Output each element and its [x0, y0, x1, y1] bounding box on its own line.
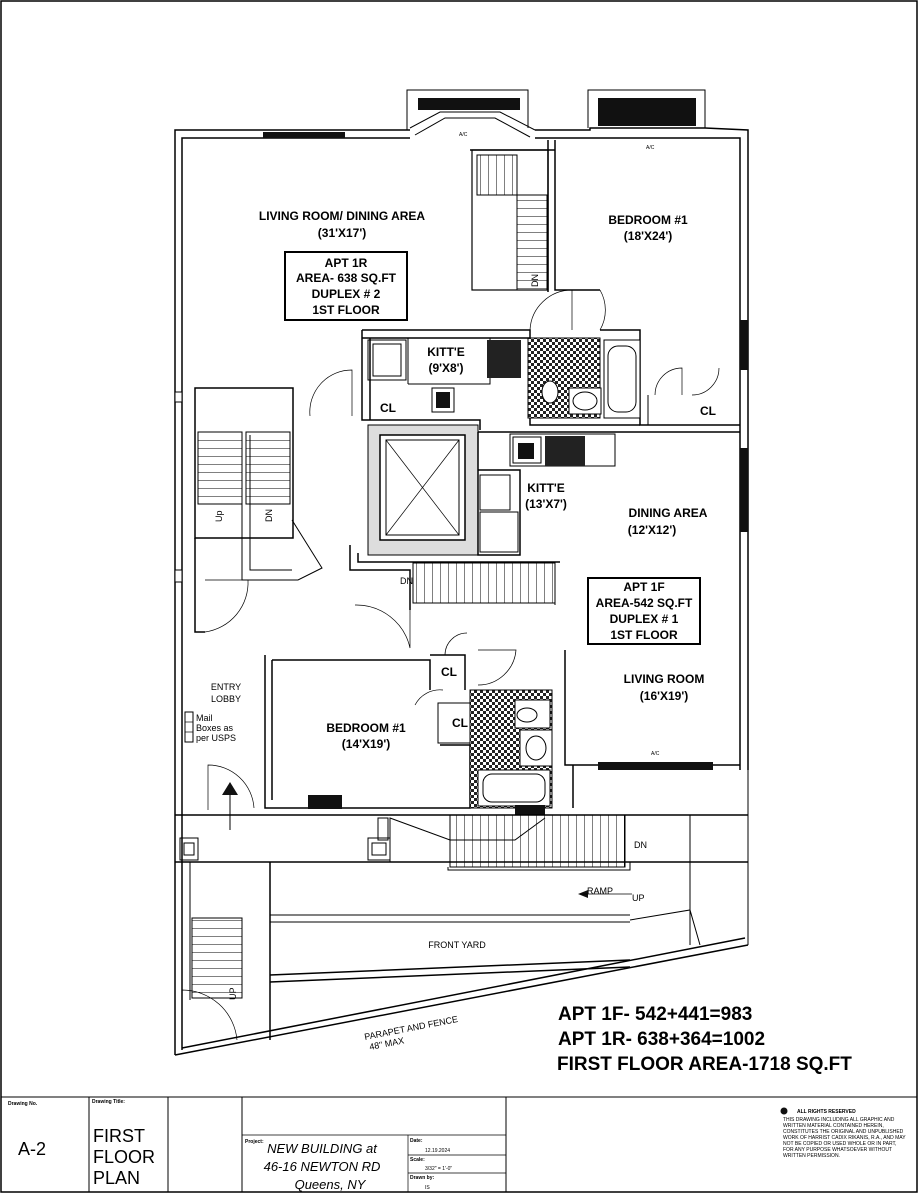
kitchen-1r-size: (9'X8'): [428, 361, 463, 375]
building-walls: [174, 89, 749, 1056]
living-dining-1r-size: (31'X17'): [318, 226, 366, 240]
closet-label-2: CL: [700, 404, 716, 418]
drawn-value: IS: [425, 1185, 430, 1191]
dining-1f-size: (12'X12'): [628, 523, 676, 537]
copyright-icon: [780, 1107, 788, 1115]
up-label-lobby: Up: [214, 510, 224, 522]
ac-label-1: A/C: [459, 132, 468, 138]
mail-boxes-2: Boxes as: [196, 723, 234, 733]
apt-1r-line-3: DUPLEX # 2: [312, 287, 381, 301]
closet-label-1: CL: [380, 401, 396, 415]
apt-1f-line-4: 1ST FLOOR: [610, 628, 678, 642]
rights-line-1: THIS DRAWING INCLUDING ALL GRAPHIC AND: [783, 1117, 895, 1123]
project-line-3: Queens, NY: [295, 1177, 367, 1192]
drawing-no: A-2: [18, 1139, 46, 1159]
apt-1r-line-4: 1ST FLOOR: [312, 303, 380, 317]
project-line-2: 46-16 NEWTON RD: [264, 1159, 381, 1174]
rights-title: ALL RIGHTS RESERVED: [797, 1109, 856, 1115]
apt-1r-box-frame: [284, 251, 408, 321]
dn-label-lobby: DN: [264, 509, 274, 522]
entry-lobby-label-2: LOBBY: [211, 694, 241, 704]
date-value: 12.19.2024: [425, 1148, 450, 1154]
drawing-title-1: FIRST: [93, 1126, 145, 1146]
summary-line-1: APT 1F- 542+441=983: [558, 1004, 752, 1025]
rights-line-2: WRITTEN MATERIAL CONTAINED HEREIN,: [783, 1123, 884, 1129]
bedroom-1f-size: (14'X19'): [342, 737, 390, 751]
scale-value: 3/32" = 1'-0": [425, 1166, 452, 1172]
up-label-ramp: UP: [632, 893, 645, 903]
apt-1f-box-frame: [587, 577, 701, 645]
living-dining-1r-label: LIVING ROOM/ DINING AREA: [259, 209, 426, 223]
mail-boxes-1: Mail: [196, 713, 213, 723]
scale-label: Scale:: [410, 1157, 425, 1163]
rights-line-4: WORK OF HARRIST CADIX RIKANIS, R.A., AND…: [783, 1135, 906, 1141]
dn-label-stair-1r: DN: [530, 274, 540, 287]
rights-line-5: NOT BE COPIED OR USED WHOLE OR IN PART,: [783, 1141, 896, 1147]
dining-1f-label: DINING AREA: [629, 506, 708, 520]
apt-1f-line-2: AREA-542 SQ.FT: [596, 596, 693, 610]
summary-line-3: FIRST FLOOR AREA-1718 SQ.FT: [557, 1054, 852, 1075]
bedroom-1r-label: BEDROOM #1: [608, 213, 688, 227]
dn-label-front: DN: [634, 840, 647, 850]
bedroom-1r-size: (18'X24'): [624, 229, 672, 243]
entry-lobby-label-1: ENTRY: [211, 682, 241, 692]
kitchen-1f-label: KITT'E: [527, 481, 565, 495]
project-label: Project:: [245, 1139, 264, 1145]
apt-1f-line-1: APT 1F: [623, 580, 664, 594]
drawing-title-label: Drawing Title:: [92, 1099, 125, 1105]
up-label-yard: UP: [228, 987, 238, 1000]
title-block: Drawing No. A-2 Drawing Title: FIRST FLO…: [1, 1096, 917, 1192]
ac-label-3: A/C: [651, 751, 660, 757]
apt-1f-line-3: DUPLEX # 1: [610, 612, 679, 626]
rights-line-6: FOR ANY PURPOSE WHATSOEVER WITHOUT: [783, 1147, 892, 1153]
rights-line-7: WRITTEN PERMISSION.: [783, 1153, 840, 1159]
front-yard-label: FRONT YARD: [428, 940, 486, 950]
apt-1r-line-2: AREA- 638 SQ.FT: [296, 271, 397, 285]
bedroom-1f-label: BEDROOM #1: [326, 721, 406, 735]
living-1f-size: (16'X19'): [640, 689, 688, 703]
living-1f-label: LIVING ROOM: [624, 672, 705, 686]
closet-label-4: CL: [452, 716, 468, 730]
drawing-title-3: PLAN: [93, 1168, 140, 1188]
drawn-label: Drawn by:: [410, 1175, 435, 1181]
summary-line-2: APT 1R- 638+364=1002: [558, 1029, 765, 1050]
date-label: Date:: [410, 1138, 423, 1144]
parapet-label-1: PARAPET AND FENCE: [363, 1014, 458, 1042]
apt-1r-line-1: APT 1R: [325, 256, 368, 270]
closet-label-3: CL: [441, 665, 457, 679]
kitchen-1f-size: (13'X7'): [525, 497, 567, 511]
mail-boxes-3: per USPS: [196, 733, 236, 743]
project-line-1: NEW BUILDING at: [267, 1141, 378, 1156]
ramp-label: RAMP: [587, 886, 613, 896]
rights-line-3: CONSTITUTES THE ORIGINAL AND UNPUBLISHED: [783, 1129, 904, 1135]
drawing-title-2: FLOOR: [93, 1147, 155, 1167]
ac-label-2: A/C: [646, 145, 655, 151]
drawing-no-label: Drawing No.: [8, 1101, 38, 1107]
kitchen-1r-label: KITT'E: [427, 345, 465, 359]
dn-label-core: DN: [400, 576, 413, 586]
